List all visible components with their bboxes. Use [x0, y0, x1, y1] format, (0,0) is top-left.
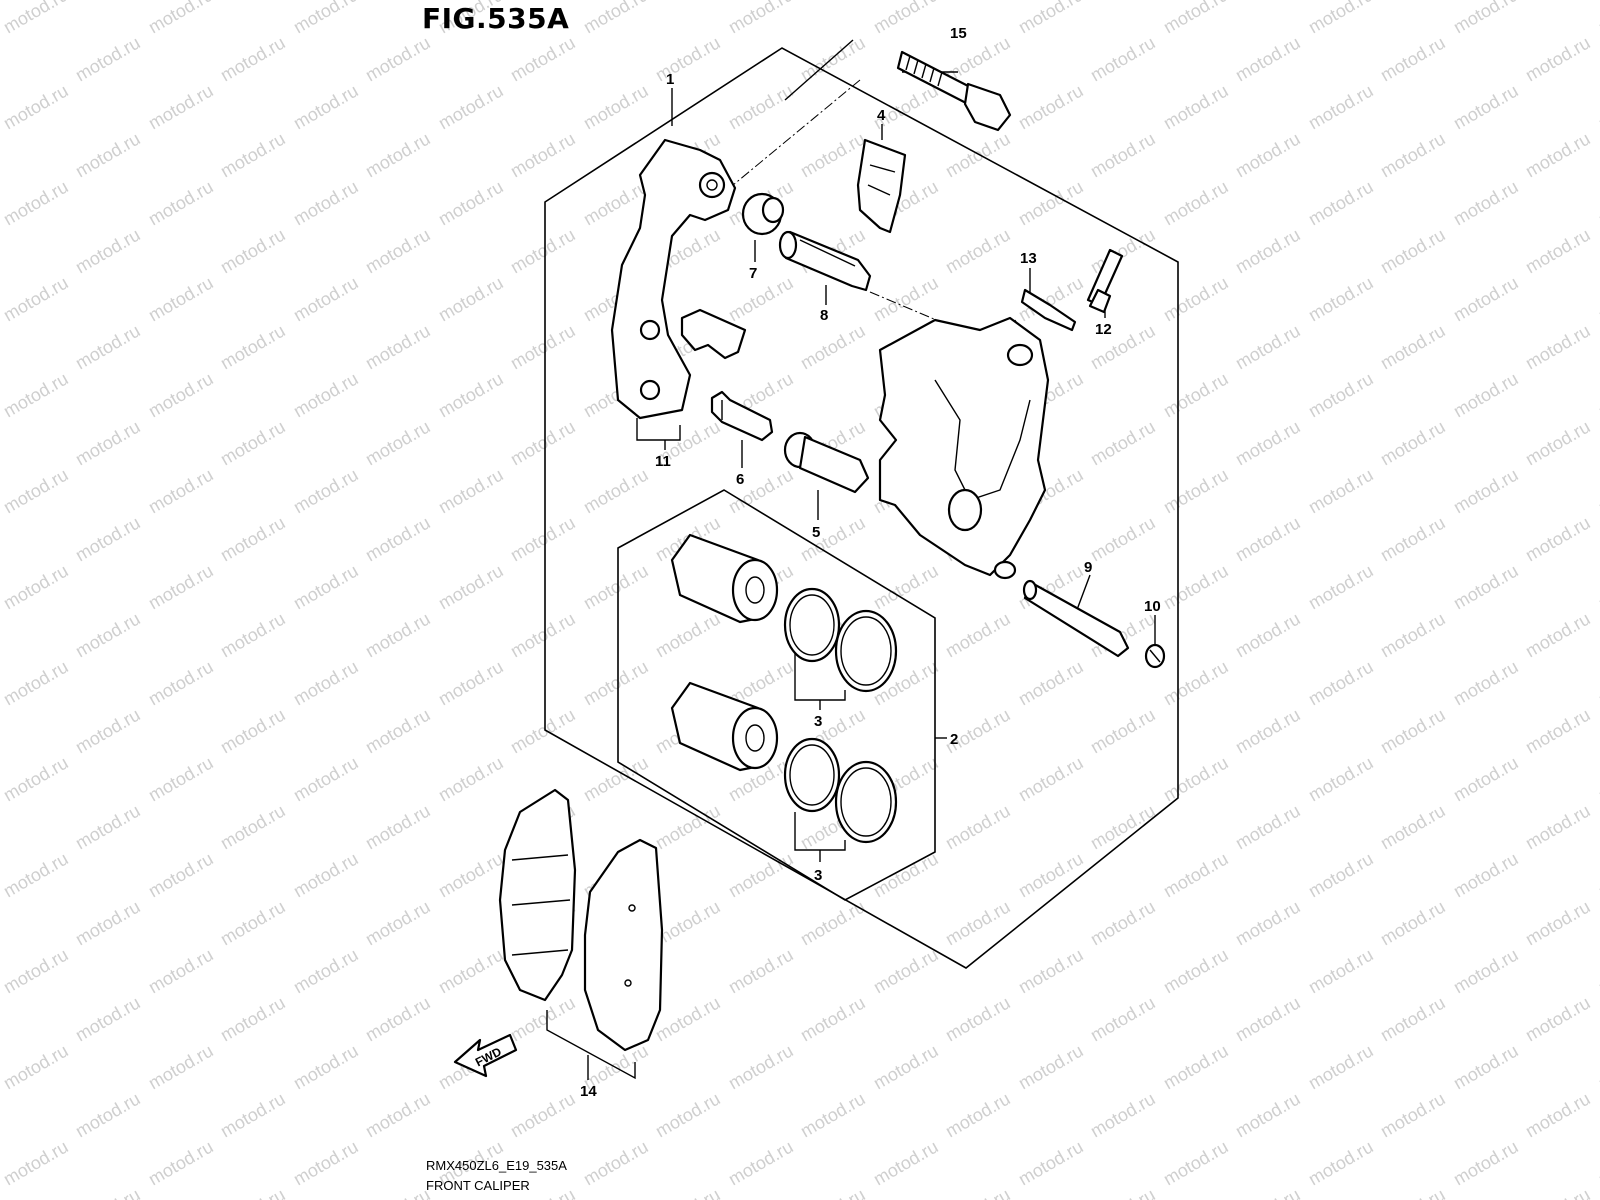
callout-14: 14: [580, 1083, 597, 1100]
callout-4: 4: [877, 107, 886, 124]
forward-direction-arrow: FWD: [453, 1033, 518, 1078]
pin-collar-part: [783, 431, 870, 494]
callout-2: 2: [950, 731, 958, 748]
callout-9: 9: [1084, 559, 1092, 576]
callout-11: 11: [655, 453, 671, 470]
piston-lower-part: [670, 681, 779, 772]
pin-clip-part: [1020, 288, 1077, 332]
seal-ring-lower-2: [834, 760, 898, 844]
model-code: RMX450ZL6_E19_535A: [426, 1158, 567, 1173]
seal-ring-upper-1: [783, 587, 841, 663]
boot-part: [741, 192, 785, 236]
callout-8: 8: [820, 307, 828, 324]
slide-pin-part: [778, 230, 872, 292]
mounting-bolt-part: [896, 50, 1012, 132]
pad-pin-part: [1022, 579, 1130, 658]
caliper-bracket-part: [610, 138, 737, 420]
callout-3-upper: 3: [814, 713, 822, 730]
callout-13: 13: [1020, 250, 1037, 267]
callout-3-lower: 3: [814, 867, 822, 884]
piston-kit-outline-box: [617, 489, 936, 901]
brake-pad-right-part: [583, 838, 664, 1052]
pin-plug-part: [1144, 643, 1166, 669]
callout-12: 12: [1095, 321, 1112, 338]
callout-10: 10: [1144, 598, 1161, 615]
pin-bolt-part: [710, 390, 774, 442]
figure-caption: FRONT CALIPER: [426, 1178, 530, 1193]
pad-spring-part: [680, 308, 747, 360]
callout-15: 15: [950, 25, 967, 42]
caliper-body-part: [878, 316, 1050, 580]
callout-5: 5: [812, 524, 820, 541]
figure-title: FIG.535A: [422, 2, 570, 35]
piston-upper-part: [670, 533, 779, 624]
seal-ring-lower-1: [783, 737, 841, 813]
callout-6: 6: [736, 471, 744, 488]
assembly-outline-box: [544, 47, 1179, 969]
callout-7: 7: [749, 265, 757, 282]
callout-1: 1: [666, 71, 674, 88]
pad-spring-top-part: [856, 138, 907, 234]
seal-ring-upper-2: [834, 609, 898, 693]
callout-numbers: 1 2 3 3 4 5 6 7 8 9 10 11 12 13 14 15: [580, 25, 1161, 1100]
brake-pad-left-part: [498, 788, 577, 1002]
bleeder-valve-part: [1086, 248, 1124, 314]
